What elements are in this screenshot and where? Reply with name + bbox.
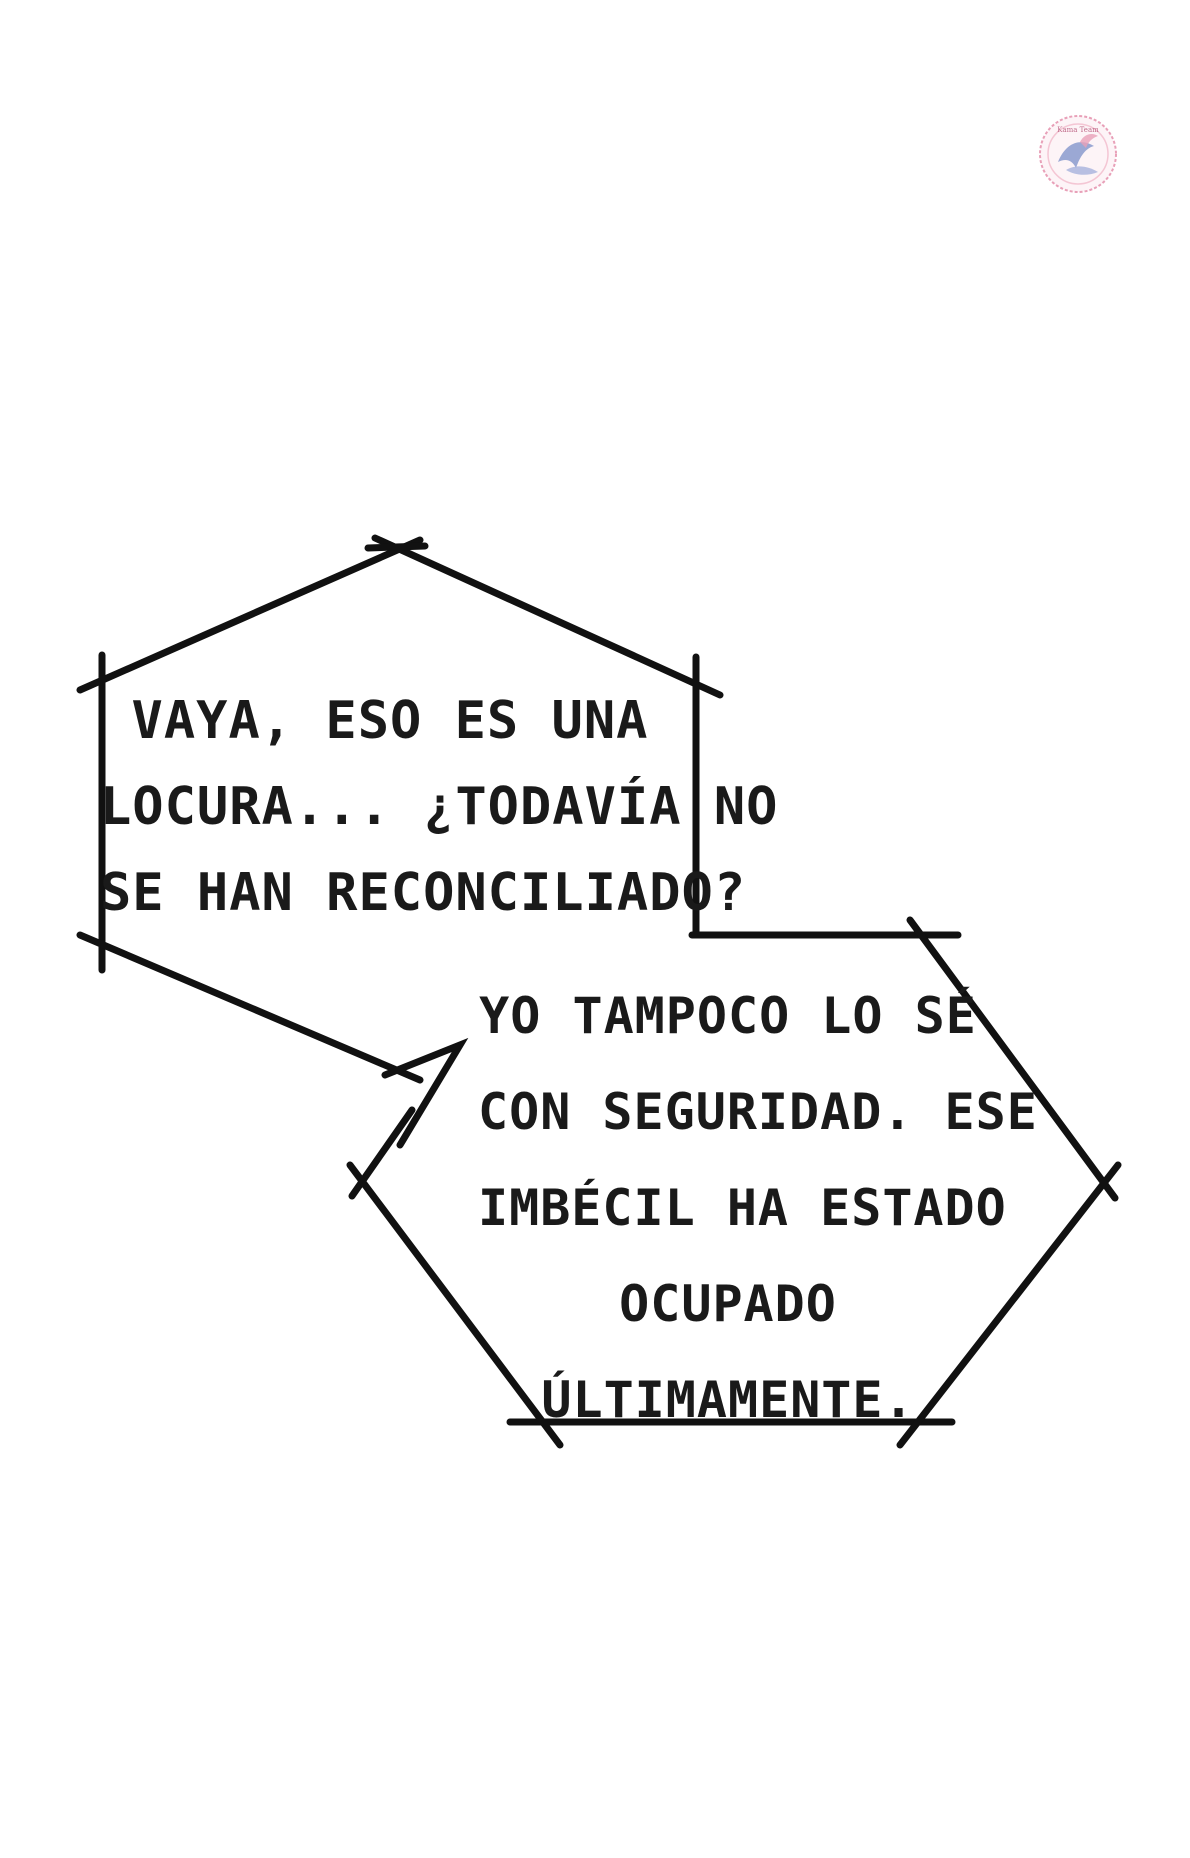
balloon-2-upper-right <box>906 916 1119 1202</box>
balloon-1-roof-left <box>76 536 424 694</box>
balloon-1-bottom-diagonal <box>76 931 424 1084</box>
balloon-1-apex-tick <box>364 542 429 552</box>
bubble-2-line: OCUPADO <box>619 1275 837 1333</box>
bubble-1-line: LOCURA... ¿TODAVÍA NO <box>100 777 779 837</box>
bubble-1-text: VAYA, ESO ES UNA LOCURA... ¿TODAVÍA NO S… <box>100 678 779 936</box>
balloon-2-lower-left <box>346 1161 564 1449</box>
scanlation-logo-icon: Kama Team <box>1039 115 1117 193</box>
balloon-1-roof-right <box>371 534 724 699</box>
bubble-2-text: YO TAMPOCO LO SÉ CON SEGURIDAD. ESE IMBÉ… <box>478 968 1038 1448</box>
speech-balloon-2 <box>346 916 1122 1449</box>
bubble-1-line: VAYA, ESO ES UNA <box>131 691 649 751</box>
bubble-1-line: SE HAN RECONCILIADO? <box>100 863 747 923</box>
bubble-2-line: IMBÉCIL HA ESTADO <box>478 1179 1007 1237</box>
balloon-2-lower-right <box>896 1161 1122 1449</box>
bubble-2-line: ÚLTIMAMENTE. <box>541 1371 915 1429</box>
speech-balloon-1 <box>76 534 962 1149</box>
bubble-2-line: CON SEGURIDAD. ESE <box>478 1083 1038 1141</box>
watermark-text: Kama Team <box>1057 126 1099 134</box>
balloon-1-tail <box>381 1037 469 1149</box>
bubble-2-line: YO TAMPOCO LO SÉ <box>479 987 977 1045</box>
